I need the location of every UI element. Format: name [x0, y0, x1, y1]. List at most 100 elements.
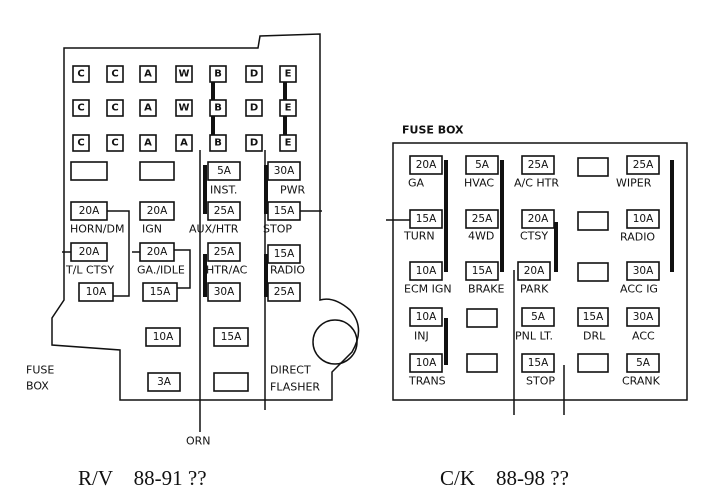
label-htr-ac: HTR/AC [206, 264, 248, 277]
label-trans: TRANS [408, 375, 446, 388]
letter-c: C [106, 134, 124, 152]
letter-b: B [209, 134, 227, 152]
svg-text:25A: 25A [528, 159, 549, 171]
empty-fuse-slot [466, 353, 498, 373]
label-ga-idle: GA./IDLE [137, 264, 185, 277]
svg-text:25A: 25A [274, 286, 295, 298]
fuse-5a: 5A [626, 353, 660, 373]
label-brake: BRAKE [468, 283, 504, 296]
label-radio: RADIO [270, 264, 305, 277]
label-ctsy: CTSY [520, 230, 548, 243]
label-drl: DRL [583, 330, 606, 343]
empty-fuse-slot [577, 353, 609, 373]
svg-text:20A: 20A [147, 205, 168, 217]
fuse-30a: 30A [267, 161, 301, 181]
svg-text:20A: 20A [524, 265, 545, 277]
svg-text:D: D [250, 69, 258, 80]
svg-text:15A: 15A [528, 357, 549, 369]
fuse-box-title: FUSE BOX [402, 124, 464, 137]
label-park: PARK [520, 283, 549, 296]
svg-text:15A: 15A [150, 286, 171, 298]
svg-text:E: E [285, 69, 292, 80]
svg-text:25A: 25A [214, 246, 235, 258]
svg-text:C: C [77, 69, 84, 80]
svg-text:15A: 15A [472, 265, 493, 277]
svg-text:B: B [214, 69, 222, 80]
letter-b: B [209, 99, 227, 117]
left-fuse-box: C C A W B D E C C A W B D E C C A A B D … [26, 33, 360, 448]
letter-w: W [175, 65, 193, 83]
fuse-15a: 15A [409, 209, 443, 229]
empty-fuse-slot [577, 262, 609, 282]
letter-a: A [139, 99, 157, 117]
label-hvac: HVAC [464, 177, 494, 190]
svg-text:15A: 15A [221, 331, 242, 343]
fuse-30a: 30A [626, 307, 660, 327]
label-ac-htr: A/C HTR [514, 177, 559, 190]
label-box: BOX [26, 380, 49, 393]
fuse-5a: 5A [465, 155, 499, 175]
empty-fuse-slot [213, 372, 249, 392]
svg-text:25A: 25A [633, 159, 654, 171]
fuse-25a: 25A [207, 201, 241, 221]
fuse-10a: 10A [145, 327, 181, 347]
label-direct: DIRECT [270, 364, 311, 377]
label-tl-ctsy: T/L CTSY [65, 264, 114, 277]
svg-text:15A: 15A [416, 213, 437, 225]
fuse-15a: 15A [521, 353, 555, 373]
letter-a: A [139, 134, 157, 152]
label-crank: CRANK [622, 375, 661, 388]
svg-text:15A: 15A [274, 248, 295, 260]
letter-c: C [106, 99, 124, 117]
svg-text:C: C [77, 138, 84, 149]
svg-text:30A: 30A [214, 286, 235, 298]
fuse-25a: 25A [207, 242, 241, 262]
svg-text:20A: 20A [416, 159, 437, 171]
svg-text:30A: 30A [633, 265, 654, 277]
fuse-25a: 25A [267, 282, 301, 302]
letter-c: C [72, 134, 90, 152]
svg-text:5A: 5A [475, 159, 490, 171]
label-4wd: 4WD [468, 230, 494, 243]
fuse-20a: 20A [139, 242, 175, 262]
svg-text:10A: 10A [416, 311, 437, 323]
fuse-20a: 20A [409, 155, 443, 175]
label-horn-dm: HORN/DM [70, 223, 124, 236]
svg-text:A: A [144, 69, 152, 80]
svg-text:C: C [77, 103, 84, 114]
label-fuse: FUSE [26, 364, 54, 377]
fuse-15a: 15A [465, 261, 499, 281]
svg-text:5A: 5A [217, 165, 232, 177]
empty-fuse-slot [466, 308, 498, 328]
label-ga: GA [408, 177, 425, 190]
svg-text:20A: 20A [79, 205, 100, 217]
fuse-10a: 10A [626, 209, 660, 229]
svg-text:5A: 5A [531, 311, 546, 323]
label-aux-htr: AUX/HTR [189, 223, 239, 236]
svg-text:W: W [178, 69, 189, 80]
empty-fuse-slot [70, 161, 108, 181]
fuse-3a: 3A [147, 372, 181, 392]
svg-text:A: A [180, 138, 188, 149]
svg-text:W: W [178, 103, 189, 114]
left-box-outline [51, 33, 360, 401]
empty-fuse-slot [577, 157, 609, 177]
relay-letter-grid: C C A W B D E C C A W B D E C C A A B D … [72, 65, 297, 152]
svg-text:E: E [285, 138, 292, 149]
label-stop: STOP [526, 375, 555, 388]
svg-text:25A: 25A [214, 205, 235, 217]
fuse-30a: 30A [207, 282, 241, 302]
fuse-15a: 15A [577, 307, 609, 327]
letter-d: D [245, 99, 263, 117]
fuse-20a: 20A [521, 209, 555, 229]
caption-rv: R/V 88-91 ?? [78, 466, 207, 490]
label-ecm-ign: ECM IGN [404, 283, 452, 296]
fuse-15a: 15A [267, 244, 301, 264]
fuse-10a: 10A [409, 307, 443, 327]
svg-text:3A: 3A [157, 376, 172, 388]
fuse-25a: 25A [465, 209, 499, 229]
fuse-25a: 25A [626, 155, 660, 175]
label-acc: ACC [632, 330, 655, 343]
svg-text:C: C [111, 138, 118, 149]
